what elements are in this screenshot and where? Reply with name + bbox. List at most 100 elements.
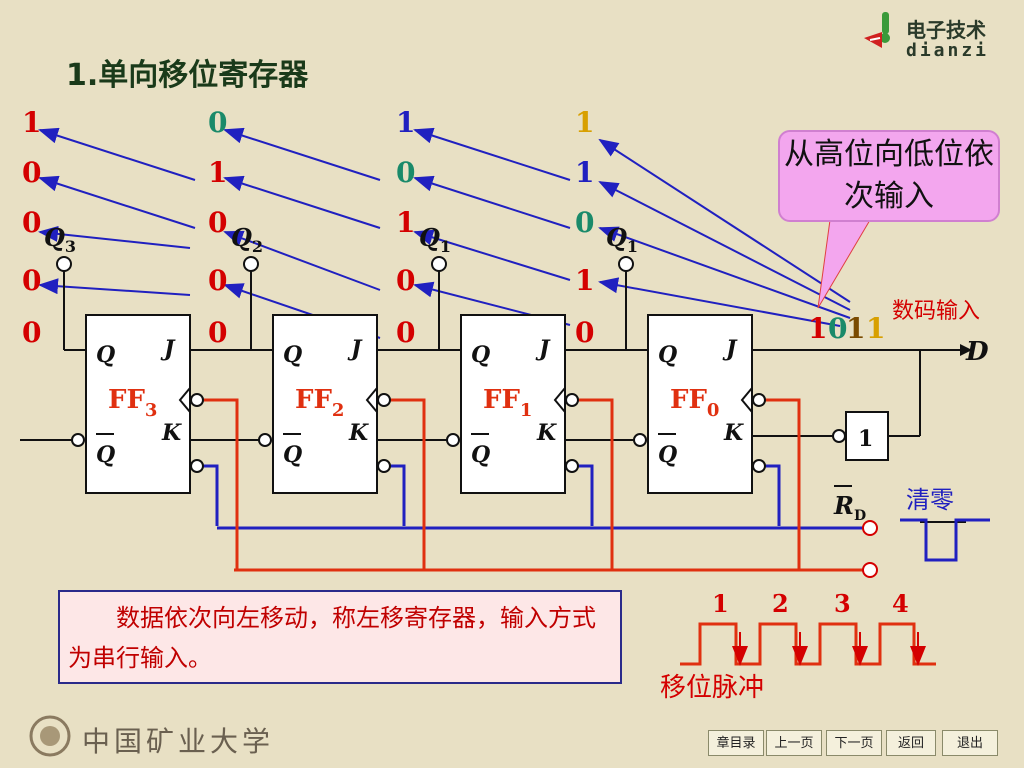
qbar-bubble	[258, 433, 272, 447]
digit-q3-row0: 1	[22, 106, 41, 139]
ff-subscript: 1	[520, 400, 533, 421]
not-gate-bubble	[832, 429, 846, 443]
clock-triangle	[553, 387, 566, 413]
pin-k-label: K	[348, 420, 369, 446]
logo: 电子技术 dianzi	[860, 8, 1010, 68]
nav-prev-button[interactable]: 上一页	[766, 730, 822, 756]
shift-arrow-3	[38, 278, 191, 296]
clock-bubble	[752, 393, 766, 407]
ff-subscript: 3	[145, 400, 158, 421]
reset-bubble	[565, 459, 579, 473]
input-code-digit-3: 1	[866, 312, 885, 345]
qbar-bubble	[446, 433, 460, 447]
pin-qbar-label: Q	[471, 442, 490, 468]
shift-arrow-15	[598, 277, 841, 327]
clock-drop-3	[765, 398, 801, 570]
clock-triangle	[365, 387, 378, 413]
school-emblem-icon	[29, 715, 71, 757]
d-input-label: D	[965, 337, 989, 367]
q-output-subscript: 1	[440, 237, 451, 256]
pin-k-label: K	[536, 420, 557, 446]
ff-box	[647, 314, 753, 494]
shift-arrow-2	[38, 225, 191, 249]
reset-drop-0	[203, 464, 219, 526]
digit-q3-row2: 0	[22, 206, 41, 239]
digit-q0-row2: 0	[575, 206, 594, 239]
shift-pulse-waveform	[680, 622, 936, 666]
pin-qbar-label: Q	[96, 442, 115, 468]
shift-pulse-label: 移位脉冲	[660, 673, 764, 703]
pulse-number-2: 2	[772, 589, 789, 618]
ff-box	[85, 314, 191, 494]
explanation-note: 数据依次向左移动，称左移寄存器，输入方式为串行输入。	[58, 590, 622, 684]
reset-terminal	[862, 520, 878, 536]
callout-pointer	[817, 219, 871, 309]
shift-arrow-8	[413, 127, 571, 181]
q-output-terminal	[56, 256, 72, 272]
ff-box	[460, 314, 566, 494]
q-output-subscript: 2	[252, 237, 263, 256]
d-input-arrow	[960, 344, 972, 356]
reset-bubble	[377, 459, 391, 473]
shift-arrow-12	[598, 138, 851, 303]
q-output-terminal	[618, 256, 634, 272]
school-logo: 中国矿业大学	[28, 714, 288, 758]
reset-bubble	[752, 459, 766, 473]
q-output-label: Q2	[231, 223, 263, 256]
shift-arrow-5	[223, 175, 381, 229]
reset-label-subscript: D	[854, 508, 866, 524]
digit-q0-row1: 1	[575, 156, 594, 189]
reset-label: RD	[833, 491, 866, 524]
pin-j-label: J	[347, 336, 363, 362]
digit-q2-row4: 0	[208, 316, 227, 349]
digit-q3-row4: 0	[22, 316, 41, 349]
q-output-label: Q3	[44, 223, 76, 256]
reset-drop-3	[765, 464, 781, 526]
clear-label: 清零	[906, 486, 954, 514]
pin-q-label: Q	[471, 342, 490, 368]
logo-text-pinyin: dianzi	[906, 40, 990, 61]
q-output-label: Q1	[606, 223, 638, 256]
ff-subscript: 0	[707, 400, 720, 421]
logo-text-cn: 电子技术	[906, 18, 986, 42]
pin-j-label: J	[160, 336, 176, 362]
clock-bubble	[377, 393, 391, 407]
clock-triangle	[740, 387, 753, 413]
digit-q1-row3: 0	[396, 264, 415, 297]
q-output-terminal	[431, 256, 447, 272]
pin-k-label: K	[723, 420, 744, 446]
input-code-digit-0: 1	[808, 312, 827, 345]
nav-chapter-button[interactable]: 章目录	[708, 730, 764, 756]
digit-q0-row3: 1	[575, 264, 594, 297]
pin-q-label: Q	[283, 342, 302, 368]
nav-back-button[interactable]: 返回	[886, 730, 936, 756]
pin-qbar-label: Q	[658, 442, 677, 468]
pin-q-label: Q	[658, 342, 677, 368]
pin-q-label: Q	[96, 342, 115, 368]
clock-bubble	[565, 393, 579, 407]
nav-exit-button[interactable]: 退出	[942, 730, 998, 756]
clock-triangle	[178, 387, 191, 413]
digit-q0-row0: 1	[575, 106, 594, 139]
q-output-subscript: 1	[627, 237, 638, 256]
input-code-label: 数码输入	[892, 299, 980, 324]
pulse-number-4: 4	[892, 589, 909, 618]
slide-title: 1.单向移位寄存器	[66, 58, 309, 93]
reset-drop-2	[578, 464, 594, 526]
ff-box	[272, 314, 378, 494]
logo-icon	[864, 12, 890, 48]
clock-drop-1	[390, 398, 426, 570]
reset-drop-1	[390, 464, 406, 526]
digit-q2-row3: 0	[208, 264, 227, 297]
qbar-bubble	[633, 433, 647, 447]
pin-j-label: J	[535, 336, 551, 362]
pulse-number-3: 3	[834, 589, 851, 618]
shift-arrow-13	[598, 181, 851, 311]
not-gate-label: 1	[858, 426, 873, 452]
clear-waveform	[900, 518, 990, 562]
nav-next-button[interactable]: 下一页	[826, 730, 882, 756]
